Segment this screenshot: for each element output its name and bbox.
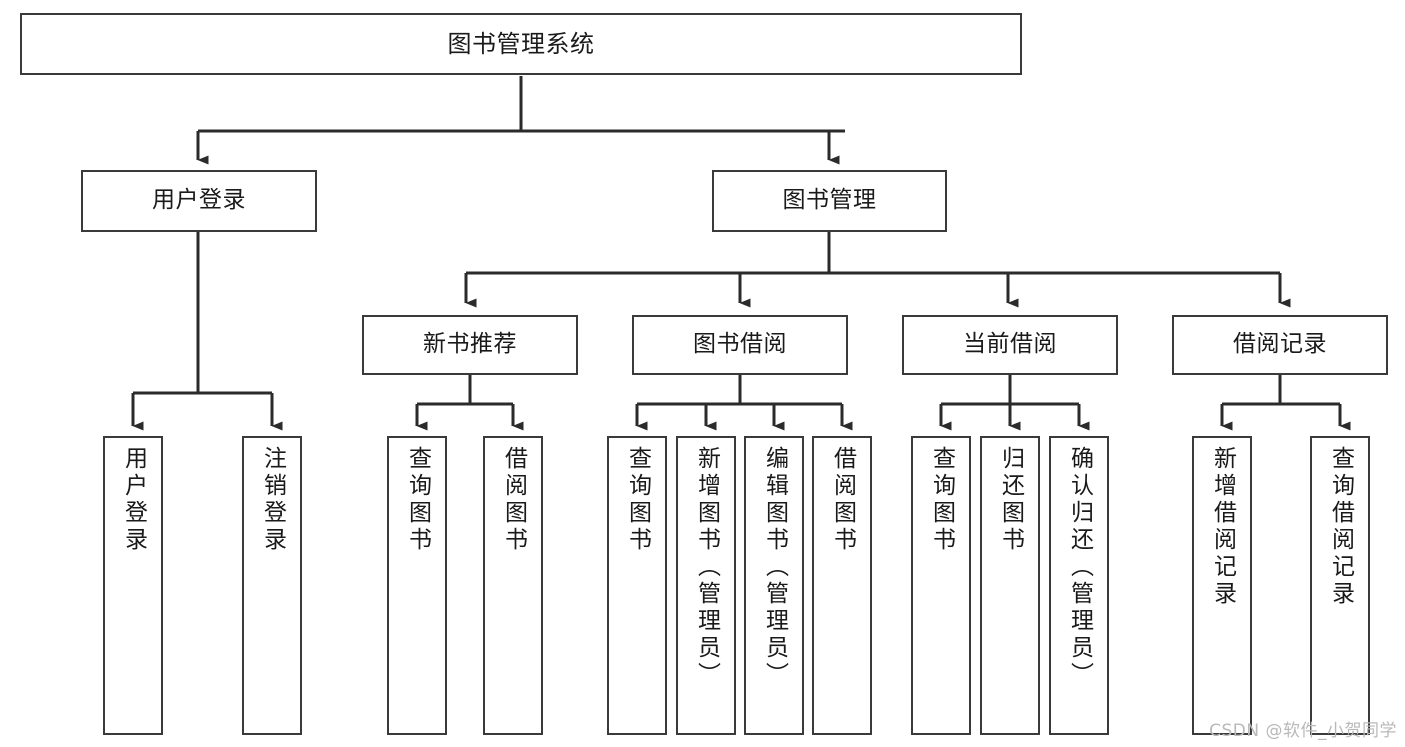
node-leaf-edit-book[interactable]: 编辑图书（管理员） <box>744 436 804 735</box>
node-borrow-record[interactable]: 借阅记录 <box>1172 315 1388 375</box>
node-leaf-query-book-1[interactable]: 查询图书 <box>387 436 447 735</box>
node-current-borrow-label: 当前借阅 <box>963 331 1057 358</box>
node-leaf-edit-book-label: 编辑图书（管理员） <box>761 446 788 689</box>
node-leaf-confirm-return[interactable]: 确认归还（管理员） <box>1049 436 1109 735</box>
node-leaf-query-book-3[interactable]: 查询图书 <box>911 436 971 735</box>
node-book-borrow-label: 图书借阅 <box>693 331 787 358</box>
node-leaf-query-book-2-label: 查询图书 <box>624 446 651 554</box>
node-leaf-query-book-3-label: 查询图书 <box>928 446 955 554</box>
node-leaf-add-book[interactable]: 新增图书（管理员） <box>676 436 736 735</box>
node-user-login[interactable]: 用户登录 <box>81 170 317 232</box>
node-leaf-add-record-label: 新增借阅记录 <box>1209 446 1236 608</box>
node-leaf-return-book[interactable]: 归还图书 <box>980 436 1040 735</box>
node-leaf-add-record[interactable]: 新增借阅记录 <box>1192 436 1252 735</box>
node-book-manage[interactable]: 图书管理 <box>712 170 947 232</box>
node-leaf-query-book-1-label: 查询图书 <box>404 446 431 554</box>
node-leaf-add-book-label: 新增图书（管理员） <box>693 446 720 689</box>
node-leaf-borrow-book-2-label: 借阅图书 <box>829 446 856 554</box>
node-leaf-return-book-label: 归还图书 <box>997 446 1024 554</box>
node-book-borrow[interactable]: 图书借阅 <box>632 315 848 375</box>
node-leaf-borrow-book-1-label: 借阅图书 <box>500 446 527 554</box>
node-current-borrow[interactable]: 当前借阅 <box>902 315 1118 375</box>
node-leaf-query-book-2[interactable]: 查询图书 <box>607 436 667 735</box>
node-leaf-logout-label: 注销登录 <box>259 446 286 554</box>
node-new-book-rec-label: 新书推荐 <box>423 331 517 358</box>
node-leaf-user-login-label: 用户登录 <box>120 446 147 554</box>
node-leaf-query-record-label: 查询借阅记录 <box>1327 446 1354 608</box>
node-book-manage-label: 图书管理 <box>782 187 877 214</box>
node-leaf-borrow-book-2[interactable]: 借阅图书 <box>812 436 872 735</box>
node-root[interactable]: 图书管理系统 <box>20 13 1022 75</box>
node-leaf-user-login[interactable]: 用户登录 <box>103 436 163 735</box>
node-leaf-confirm-return-label: 确认归还（管理员） <box>1066 446 1093 689</box>
node-user-login-label: 用户登录 <box>152 187 246 214</box>
node-new-book-rec[interactable]: 新书推荐 <box>362 315 578 375</box>
node-leaf-logout[interactable]: 注销登录 <box>242 436 302 735</box>
node-borrow-record-label: 借阅记录 <box>1233 331 1327 358</box>
node-leaf-borrow-book-1[interactable]: 借阅图书 <box>483 436 543 735</box>
node-root-label: 图书管理系统 <box>447 29 595 58</box>
node-leaf-query-record[interactable]: 查询借阅记录 <box>1310 436 1370 735</box>
